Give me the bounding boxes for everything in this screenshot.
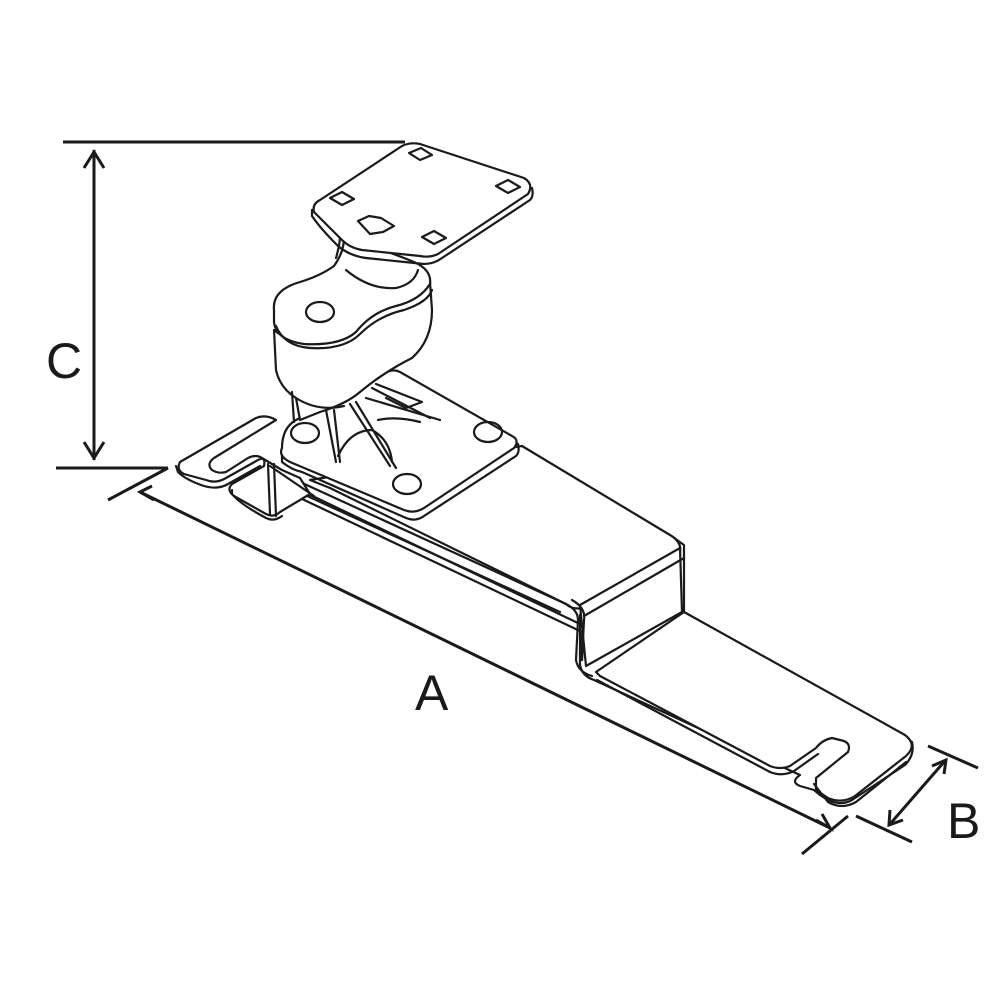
dimension-label-c: C: [46, 333, 83, 389]
top-square-hole-3: [494, 178, 522, 195]
dimension-c: [56, 140, 405, 470]
dimension-a: [107, 466, 849, 856]
swivel-pin-hole: [304, 300, 336, 324]
top-square-hole-4: [420, 229, 448, 246]
swivel-joint: [272, 234, 434, 424]
base-hole-2: [472, 420, 504, 444]
dimension-b: [855, 744, 979, 844]
base-hole-3: [391, 472, 423, 496]
dimension-label-b: B: [947, 793, 981, 849]
base-hole-1: [289, 421, 321, 445]
top-hex-hole: [356, 214, 396, 236]
top-mounting-plate: [310, 142, 534, 266]
dimension-label-a: A: [415, 665, 449, 721]
top-square-hole-1: [407, 146, 434, 162]
bent-steel-base: [174, 415, 914, 808]
top-square-hole-2: [328, 190, 356, 207]
